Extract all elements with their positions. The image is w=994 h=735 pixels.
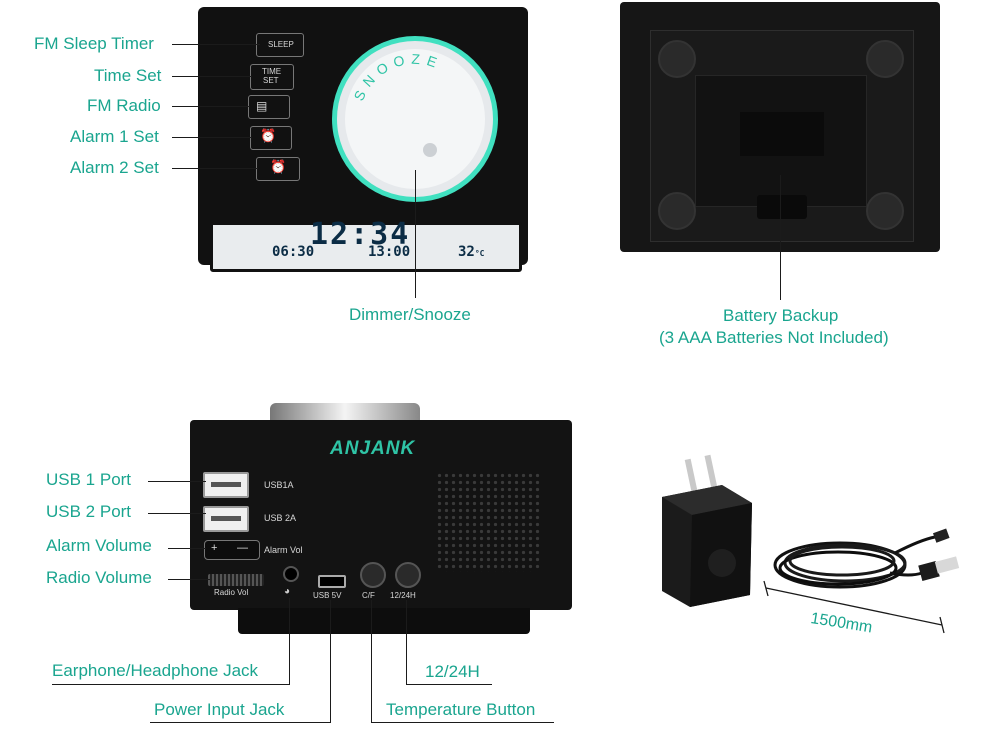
h1224-leader-v (406, 600, 407, 684)
headphone-icon: ◕ (284, 586, 291, 597)
fm-radio-button[interactable] (248, 95, 290, 119)
earphone-jack-label: Earphone/Headphone Jack (52, 661, 259, 680)
speaker-grille (436, 472, 542, 572)
alarm1-leader (172, 137, 252, 138)
alarm2-leader (172, 168, 258, 169)
fm-radio-label: FM Radio (87, 96, 161, 115)
alarm1-button[interactable] (250, 126, 292, 150)
sleep-button-label: SLEEP (268, 40, 294, 49)
h1224-panel-label: 12/24H (390, 591, 416, 600)
power-leader-v (330, 600, 331, 722)
time-set-label: Time Set (94, 66, 162, 85)
radio-volume-wheel[interactable] (208, 574, 264, 586)
cf-panel-label: C/F (362, 591, 375, 600)
usb2-leader (148, 513, 206, 514)
fm-sleep-timer-label: FM Sleep Timer (34, 34, 154, 53)
earphone-leader-h (52, 684, 290, 685)
dimmer-leader (415, 170, 416, 298)
dimmer-snooze-label: Dimmer/Snooze (349, 305, 471, 324)
snooze-knob[interactable]: SNOOZE (330, 34, 500, 204)
alarm2-button[interactable] (256, 157, 300, 181)
knob-top-edge (270, 403, 420, 425)
h1224-label: 12/24H (425, 662, 480, 681)
micro-usb-port[interactable] (318, 575, 346, 588)
time-set-leader (172, 76, 252, 77)
usb1-leader (148, 481, 206, 482)
sleep-button[interactable] (256, 33, 304, 57)
usb2-port-label: USB 2 Port (46, 502, 132, 521)
fm-radio-leader (172, 106, 250, 107)
alarm-vol-plus[interactable]: + (211, 542, 218, 554)
alarm-vol-panel-label: Alarm Vol (264, 545, 303, 555)
sleep-leader (172, 44, 260, 45)
time-set-label-2: SET (263, 76, 279, 85)
rubber-foot-tl (658, 40, 696, 78)
alarm2-label: Alarm 2 Set (70, 158, 159, 177)
usb1-port[interactable] (203, 472, 249, 498)
temperature-button-label: Temperature Button (386, 700, 536, 719)
radio-icon: ▤ (256, 99, 268, 113)
alarm-vol-minus[interactable]: — (237, 542, 248, 554)
alarm1-icon: ⏰ (260, 128, 277, 143)
alarm-volume-leader (168, 548, 206, 549)
usb2-panel-label: USB 2A (264, 513, 297, 523)
battery-backup-label: Battery Backup (723, 306, 839, 325)
lcd-display (210, 222, 522, 272)
battery-latch (757, 195, 807, 219)
battery-leader (780, 175, 781, 300)
alarm-volume-label: Alarm Volume (46, 536, 152, 555)
time-set-button[interactable] (250, 64, 294, 90)
alarm-volume-rocker[interactable] (204, 540, 260, 560)
power-adapter-and-cable (662, 454, 960, 634)
battery-note-label: (3 AAA Batteries Not Included) (659, 328, 889, 347)
usb5v-panel-label: USB 5V (313, 591, 342, 600)
alarm2-icon: ⏰ (270, 159, 287, 174)
alarm1-label: Alarm 1 Set (70, 127, 159, 146)
usb2-port[interactable] (203, 506, 249, 532)
radio-volume-leader (168, 579, 210, 580)
usb1-port-label: USB 1 Port (46, 470, 132, 489)
radio-vol-panel-label: Radio Vol (214, 588, 249, 597)
usb1-panel-label: USB1A (264, 480, 294, 490)
rubber-foot-tr (866, 40, 904, 78)
h1224-leader-h (406, 684, 492, 685)
temp-leader-h (371, 722, 554, 723)
power-leader-h (150, 722, 331, 723)
rubber-foot-br (866, 192, 904, 230)
lcd-alarm1-time: 06:30 (272, 244, 315, 260)
temp-leader-v (371, 600, 372, 722)
radio-volume-label: Radio Volume (46, 568, 152, 587)
lcd-main-time: 12:34 (310, 217, 411, 252)
h1224-button[interactable] (395, 562, 421, 588)
time-set-label-1: TIME (262, 67, 282, 76)
lcd-alarm2-time: 13:00 (368, 244, 411, 260)
battery-label-plate (740, 112, 824, 156)
lcd-temperature: 32°C (458, 244, 485, 260)
clock-base (238, 608, 530, 634)
brand-logo: ANJANK (330, 438, 416, 459)
earphone-leader-v (289, 598, 290, 684)
cf-button[interactable] (360, 562, 386, 588)
rubber-foot-bl (658, 192, 696, 230)
earphone-jack[interactable] (283, 566, 299, 582)
power-input-label: Power Input Jack (154, 700, 285, 719)
